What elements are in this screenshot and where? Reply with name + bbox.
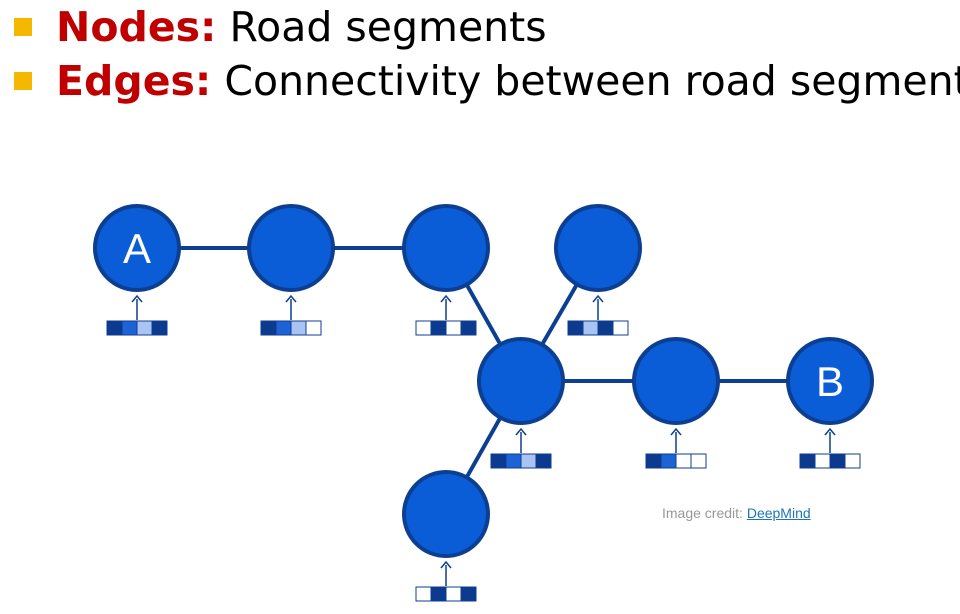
node-B	[786, 337, 874, 425]
feature-cell	[106, 320, 123, 336]
image-credit: Image credit: DeepMind	[662, 505, 811, 521]
feature-cell	[799, 453, 816, 469]
feature-cell	[490, 453, 507, 469]
feature-cell	[829, 453, 846, 469]
credit-link[interactable]: DeepMind	[746, 505, 811, 521]
bullet-list: Nodes: Road segments Edges: Connectivity…	[14, 0, 960, 108]
node-hub	[477, 337, 565, 425]
arrow-head-icon	[515, 427, 527, 436]
feature-cell	[567, 320, 584, 336]
bullet-marker-icon	[14, 72, 32, 90]
feature-cell	[260, 320, 277, 336]
node-n8	[402, 470, 490, 558]
bullet-term: Nodes:	[56, 3, 217, 51]
feature-cell	[275, 320, 292, 336]
bullet-marker-icon	[14, 18, 32, 36]
node-A	[93, 204, 181, 292]
feature-cell	[520, 453, 537, 469]
arrow-head-icon	[670, 427, 682, 436]
node-n2	[247, 204, 335, 292]
feature-cell	[597, 320, 614, 336]
feature-cell	[690, 453, 707, 469]
credit-prefix: Image credit:	[662, 505, 747, 521]
node-n3	[402, 204, 490, 292]
feature-cell	[430, 320, 447, 336]
node-label-B: B	[816, 358, 844, 405]
feature-cell	[535, 453, 552, 469]
arrow-head-icon	[131, 294, 143, 303]
arrow-head-icon	[592, 294, 604, 303]
feature-cell	[844, 453, 861, 469]
bullet-nodes: Nodes: Road segments	[14, 0, 960, 54]
feature-cell	[415, 586, 432, 602]
feature-cell	[582, 320, 599, 336]
feature-cell	[645, 453, 662, 469]
feature-cell	[136, 320, 153, 336]
feature-cell	[660, 453, 677, 469]
arrow-head-icon	[440, 560, 452, 569]
bullet-text: Road segments	[229, 3, 547, 51]
feature-cell	[445, 320, 462, 336]
bullet-term: Edges:	[56, 57, 212, 105]
feature-cell	[305, 320, 322, 336]
feature-cell	[460, 586, 477, 602]
node-n4	[554, 204, 642, 292]
feature-cell	[445, 586, 462, 602]
bullet-text: Connectivity between road segments	[224, 57, 960, 105]
feature-cell	[612, 320, 629, 336]
bullet-edges: Edges: Connectivity between road segment…	[14, 54, 960, 108]
feature-cell	[814, 453, 831, 469]
feature-cell	[460, 320, 477, 336]
arrow-head-icon	[440, 294, 452, 303]
arrow-head-icon	[285, 294, 297, 303]
feature-cell	[505, 453, 522, 469]
feature-cell	[430, 586, 447, 602]
arrow-head-icon	[824, 427, 836, 436]
feature-cell	[415, 320, 432, 336]
feature-cell	[151, 320, 168, 336]
feature-cell	[121, 320, 138, 336]
feature-cell	[290, 320, 307, 336]
node-n6	[632, 337, 720, 425]
feature-cell	[675, 453, 692, 469]
node-label-A: A	[123, 225, 151, 272]
